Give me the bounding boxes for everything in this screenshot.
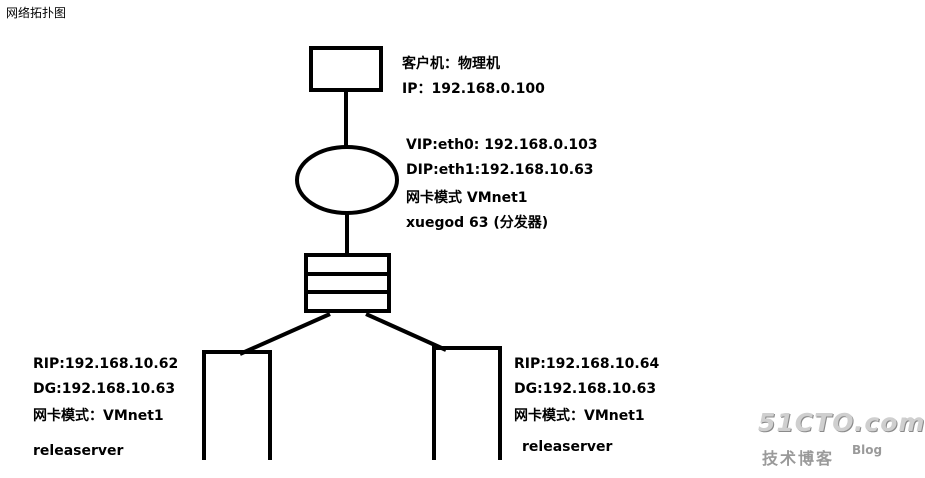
director-name-label: xuegod 63 (分发器) bbox=[406, 215, 549, 231]
director-mode-label: 网卡模式 VMnet1 bbox=[406, 190, 528, 206]
watermark-blog: Blog bbox=[852, 443, 883, 457]
watermark-brand: 51CTO.com bbox=[758, 408, 925, 437]
link-switch-server-right bbox=[365, 312, 447, 352]
director-dip-label: DIP:eth1:192.168.10.63 bbox=[406, 162, 594, 178]
director-vip-label: VIP:eth0: 192.168.0.103 bbox=[406, 137, 598, 153]
client-desc-label: 客户机：物理机 bbox=[402, 56, 500, 72]
client-node bbox=[309, 46, 383, 92]
server-left-mode-label: 网卡模式：VMnet1 bbox=[33, 408, 164, 424]
client-ip-label: IP：192.168.0.100 bbox=[402, 81, 545, 97]
topology-drawing bbox=[202, 46, 502, 460]
server-left-name-label: releaserver bbox=[33, 443, 124, 459]
server-left-node bbox=[202, 350, 272, 460]
server-right-mode-label: 网卡模式：VMnet1 bbox=[514, 408, 645, 424]
switch-node bbox=[304, 253, 391, 313]
server-right-node bbox=[432, 346, 502, 460]
diagram-title: 网络拓扑图 bbox=[6, 6, 67, 20]
server-right-name-label: releaserver bbox=[522, 439, 613, 455]
link-switch-server-left bbox=[239, 312, 331, 356]
server-right-rip-label: RIP:192.168.10.64 bbox=[514, 356, 660, 372]
watermark-subtitle: 技术博客 bbox=[762, 449, 835, 468]
director-node bbox=[295, 145, 399, 215]
server-right-dg-label: DG:192.168.10.63 bbox=[514, 381, 657, 397]
server-left-dg-label: DG:192.168.10.63 bbox=[33, 381, 176, 397]
server-left-rip-label: RIP:192.168.10.62 bbox=[33, 356, 179, 372]
